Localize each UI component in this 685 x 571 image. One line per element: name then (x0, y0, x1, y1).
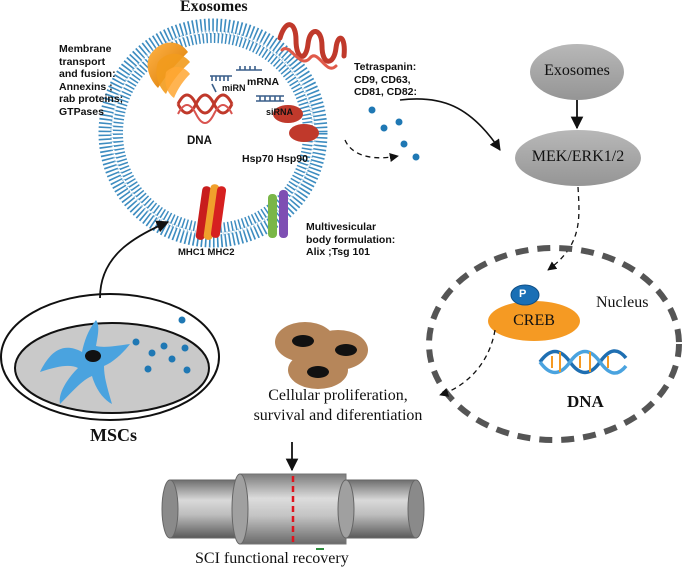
phosphate-label: P (519, 288, 527, 300)
vesicle-dna-icon (176, 93, 234, 124)
mhc-label: MHC1 MHC2 (178, 247, 235, 258)
annexin-protein-icon (147, 42, 190, 98)
hsp90-protein-icon (289, 124, 319, 142)
membrane-transport-label: Membrane transport and fusion: Annexins … (59, 43, 124, 118)
mvb-label: Multivesicular body formulation: Alix ;T… (306, 221, 396, 258)
release-arrow (344, 139, 399, 162)
msc-label: MSCs (90, 425, 138, 445)
phosphate-group (510, 284, 540, 306)
mirna-label: miRN (222, 83, 246, 93)
msc-cell-icon (40, 320, 130, 404)
released-exosomes (368, 106, 420, 161)
mek-erk-label: MEK/ERK1/2 (531, 148, 625, 165)
nucleus-boundary (426, 245, 682, 443)
vesicle-dna-label: DNA (187, 135, 212, 147)
exosome-title: Exosomes (180, 0, 248, 15)
mrna-strand-icon (236, 66, 262, 71)
recovery-label: SCI functional recovery (195, 550, 349, 567)
hsp70-protein-icon (273, 105, 303, 123)
cellular-proliferation-label: Cellular proliferation, survival and dif… (253, 387, 423, 424)
alix-tsg101-proteins-icon (268, 190, 288, 238)
msc-to-exosome-arrow (99, 220, 170, 299)
mek-to-creb-arrow (547, 186, 580, 271)
spinal-cord-cylinder (161, 473, 425, 545)
exosomes-node-label: Exosomes (544, 62, 610, 79)
outer-lipid-heads (98, 18, 328, 248)
tetraspanin-protein-icon (277, 22, 347, 70)
nucleus-dna-icon (538, 349, 628, 375)
creb-label: CREB (513, 312, 555, 329)
sirna-label: siRNA (266, 107, 294, 117)
tetraspanin-label: Tetraspanin: CD9, CD63, CD81, CD82: (354, 61, 418, 98)
msc-exosome-dots (132, 316, 191, 374)
creb-protein (488, 301, 580, 341)
exosomes-node (530, 44, 624, 100)
mirna-strand-icon (210, 75, 232, 93)
hsp-label: Hsp70 Hsp90 (242, 153, 308, 165)
proliferating-cells-icon (275, 322, 368, 389)
nucleus-label: Nucleus (596, 294, 649, 311)
exosome-to-mek-arrow (399, 98, 501, 151)
mek-erk-node (515, 130, 641, 186)
mhc-proteins-icon (195, 184, 227, 240)
sirna-strand-icon (256, 95, 284, 102)
mrna-label: mRNA (247, 76, 280, 88)
creb-to-cells-arrow (439, 329, 496, 397)
nucleus-dna-label: DNA (567, 392, 604, 411)
